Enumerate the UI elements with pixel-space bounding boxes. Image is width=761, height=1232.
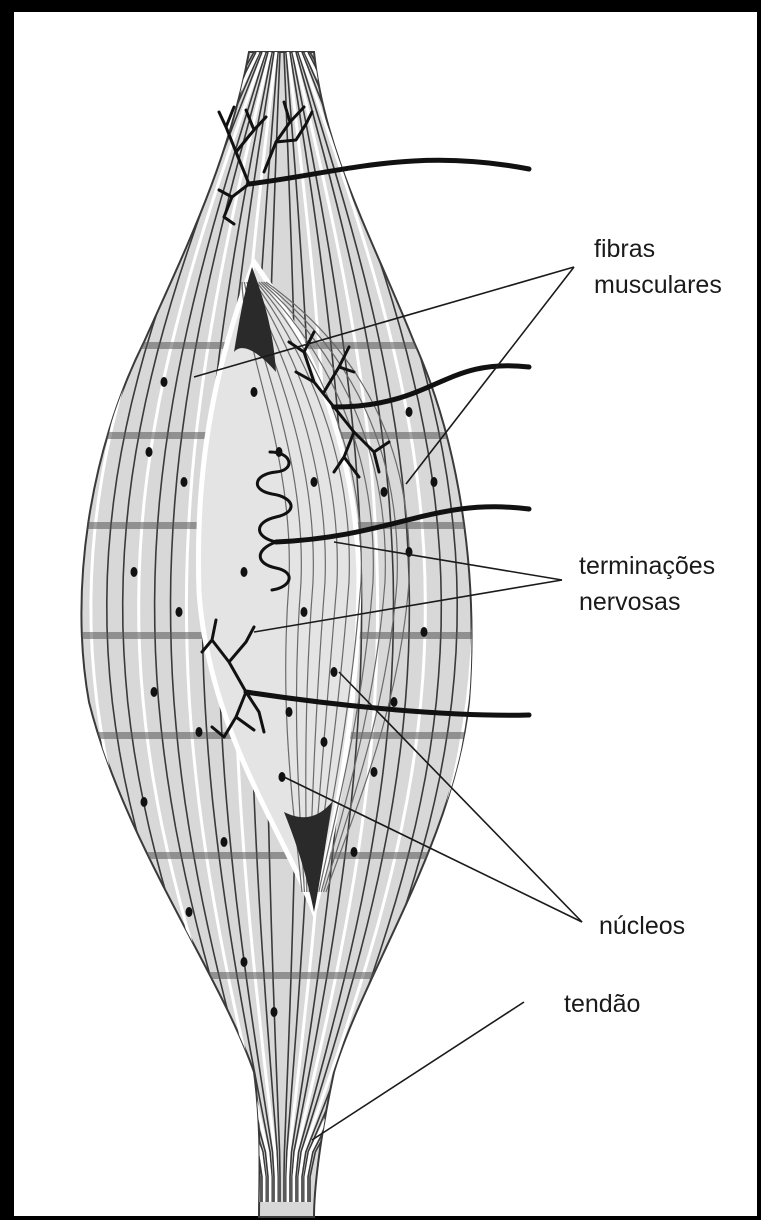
nucleus <box>381 487 388 497</box>
nucleus <box>321 737 328 747</box>
nucleus <box>331 667 338 677</box>
nucleus <box>161 377 168 387</box>
nucleus <box>241 567 248 577</box>
label-nerve-endings: terminações nervosas <box>579 552 722 616</box>
nucleus <box>146 447 153 457</box>
nucleus <box>286 707 293 717</box>
nucleus <box>241 957 248 967</box>
label-nerve-line1: terminações <box>579 552 715 580</box>
nucleus <box>406 407 413 417</box>
label-nuclei: núcleos <box>599 912 685 940</box>
nucleus <box>131 567 138 577</box>
nucleus <box>181 477 188 487</box>
nucleus <box>196 727 203 737</box>
nucleus <box>431 477 438 487</box>
nucleus <box>221 837 228 847</box>
striation-band <box>54 852 504 859</box>
nucleus <box>141 797 148 807</box>
muscle-diagram: fibras musculares terminações nervosas n… <box>14 12 761 1232</box>
striation-band <box>54 972 504 979</box>
nucleus <box>271 1007 278 1017</box>
label-fibers-line2: musculares <box>594 271 722 299</box>
nucleus <box>176 607 183 617</box>
nucleus <box>421 627 428 637</box>
nucleus <box>301 607 308 617</box>
label-tendon: tendão <box>564 990 640 1018</box>
label-fibers-line1: fibras <box>594 235 655 263</box>
nucleus <box>311 477 318 487</box>
nucleus <box>151 687 158 697</box>
label-fibers: fibras musculares <box>594 235 722 299</box>
nucleus <box>186 907 193 917</box>
nucleus <box>251 387 258 397</box>
leader-fibers-2 <box>406 267 574 484</box>
nucleus <box>391 697 398 707</box>
nucleus <box>371 767 378 777</box>
nucleus <box>351 847 358 857</box>
label-nerve-line2: nervosas <box>579 588 680 616</box>
